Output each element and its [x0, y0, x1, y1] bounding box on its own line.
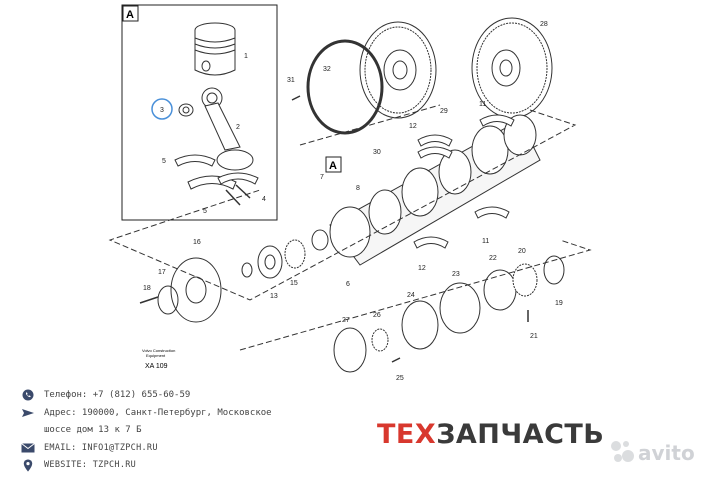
brand-part2: ЗАПЧАСТЬ	[436, 418, 605, 450]
avito-watermark: avito	[611, 441, 695, 465]
callout-19: 19	[555, 300, 563, 307]
callout-3: 3	[160, 107, 164, 114]
caption-small-2: Equipment	[146, 353, 166, 358]
caption-small-1: Volvo Construction	[142, 348, 175, 353]
phone-text: Телефон: +7 (812) 655-60-59	[44, 390, 191, 400]
flywheel	[359, 21, 437, 119]
mail-icon	[18, 406, 38, 420]
callout-23: 23	[452, 271, 460, 278]
location-pin-icon	[18, 458, 38, 472]
connecting-rod	[201, 87, 254, 171]
address-line2-text: шоссе дом 13 к 7 Б	[44, 425, 142, 435]
avito-text: avito	[638, 441, 695, 465]
crank-gear-assembly	[241, 239, 306, 279]
brand-part1: ТЕХ	[377, 418, 437, 450]
callout-11a: 11	[479, 101, 486, 108]
callout-30: 30	[373, 149, 381, 156]
callout-25: 25	[396, 375, 404, 380]
callout-5a: 5	[162, 158, 166, 165]
email-icon	[18, 441, 38, 455]
callout-26: 26	[373, 312, 381, 319]
callout-18: 18	[143, 285, 151, 292]
callout-27: 27	[342, 317, 350, 324]
callout-labels: 1 2 3 4 5 5 6 7 8 11 11 12 12 13 15 16 1…	[143, 21, 563, 380]
contacts-block: Телефон: +7 (812) 655-60-59 Адрес: 19000…	[18, 388, 338, 476]
caption-code: XA 109	[145, 363, 168, 370]
website-text[interactable]: WEBSITE: TZPCH.RU	[44, 460, 137, 470]
callout-21: 21	[530, 333, 538, 340]
callout-29: 29	[440, 108, 448, 115]
callout-1: 1	[244, 53, 248, 60]
bolts	[139, 95, 529, 363]
callout-4: 4	[262, 196, 266, 203]
detail-box-frame	[121, 4, 278, 221]
flywheel-alt	[471, 17, 553, 119]
detail-box-label-frame	[122, 5, 139, 22]
piston-pin	[178, 103, 194, 117]
piston	[194, 22, 236, 76]
rod-bolts	[225, 184, 251, 206]
detail-box-label: A	[126, 9, 134, 21]
callout-32: 32	[323, 66, 331, 73]
callout-12b: 12	[418, 265, 426, 272]
flywheel-ring-gear	[306, 39, 384, 135]
callout-31: 31	[287, 77, 295, 84]
contact-website-row: WEBSITE: TZPCH.RU	[18, 458, 338, 476]
callout-highlight	[151, 98, 173, 120]
contact-address-row: Адрес: 190000, Санкт-Петербург, Московск…	[18, 406, 338, 424]
callout-13: 13	[270, 293, 278, 300]
callout-5b: 5	[203, 208, 207, 215]
address-line1-text: Адрес: 190000, Санкт-Петербург, Московск…	[44, 407, 272, 418]
callout-12a: 12	[409, 123, 417, 130]
phone-icon	[18, 388, 38, 402]
email-text[interactable]: EMAIL: INFO1@TZPCH.RU	[44, 442, 158, 453]
callout-15: 15	[290, 280, 298, 287]
callout-16: 16	[193, 239, 201, 246]
contact-address-row2: шоссе дом 13 к 7 Б	[18, 423, 338, 441]
callout-8: 8	[356, 185, 360, 192]
callout-6: 6	[346, 281, 350, 288]
callout-2: 2	[236, 124, 240, 131]
exploded-parts-diagram: A	[108, 4, 592, 380]
callout-11b: 11	[482, 238, 489, 245]
avito-logo-icon	[611, 441, 634, 462]
callout-20: 20	[518, 248, 526, 255]
callout-22: 22	[489, 255, 497, 262]
spacer	[18, 423, 38, 437]
callout-7: 7	[320, 174, 324, 181]
contact-email-row: EMAIL: INFO1@TZPCH.RU	[18, 441, 338, 459]
main-bearing-shells	[413, 114, 515, 249]
damper-pulley	[157, 257, 222, 323]
bearing-shells-a	[174, 154, 259, 190]
crankshaft-callout-a: A	[329, 160, 337, 172]
rear-seal-assembly	[333, 255, 565, 373]
callout-17: 17	[158, 269, 166, 276]
callout-24: 24	[407, 292, 415, 299]
dashed-assembly-frame	[108, 104, 592, 351]
crankshaft-callout-a-frame	[325, 156, 342, 173]
contact-phone-row: Телефон: +7 (812) 655-60-59	[18, 388, 338, 406]
callout-28: 28	[540, 21, 548, 28]
